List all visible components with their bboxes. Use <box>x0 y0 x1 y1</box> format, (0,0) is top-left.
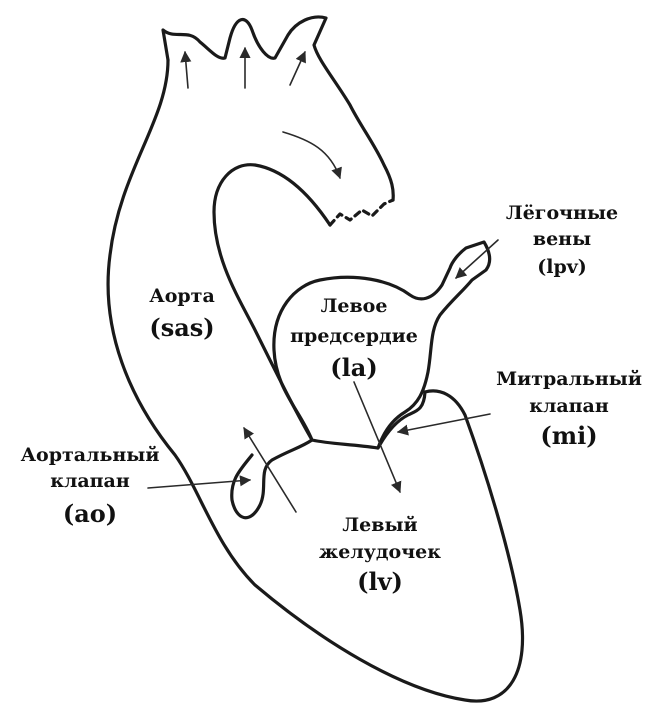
mitral-valve-line2: клапан <box>529 395 609 417</box>
arch-flow-arrow <box>283 132 340 178</box>
mitral-valve-line1: Митральный <box>496 368 642 390</box>
left-ventricle-code: (lv) <box>357 567 403 596</box>
aorta-outer-wall <box>108 60 522 701</box>
label-pulmonary-veins: Лёгочные вены (lpv) <box>506 202 618 278</box>
aortic-valve-line2: клапан <box>50 470 130 492</box>
descending-aorta-cut <box>330 200 393 225</box>
aortic-valve-code: (ao) <box>63 499 117 528</box>
mitral-pointer <box>398 414 490 432</box>
label-mitral-valve: Митральный клапан (mi) <box>496 368 642 450</box>
aorta-inner-wall <box>214 165 330 440</box>
atrium-to-ventricle-arrow <box>354 382 400 492</box>
label-aorta: Аорта (sas) <box>149 285 215 342</box>
left-ventricle-line2: желудочек <box>319 541 441 563</box>
aorta-line1: Аорта <box>149 285 215 307</box>
label-aortic-valve: Аортальный клапан (ao) <box>21 444 160 528</box>
label-left-ventricle: Левый желудочек (lv) <box>319 514 441 596</box>
flow-arrow-3 <box>290 52 305 85</box>
aortic-valve-leaflet <box>232 440 312 518</box>
flow-arrow-1 <box>185 52 188 88</box>
pulmonary-veins-line2: вены <box>533 228 591 250</box>
left-atrium-line2: предсердие <box>290 325 418 347</box>
left-atrium-code: (la) <box>330 353 377 382</box>
label-left-atrium: Левое предсердие (la) <box>290 295 418 382</box>
aortic-valve-line1: Аортальный <box>21 444 160 466</box>
pulmonary-veins-line1: Лёгочные <box>506 202 618 224</box>
mitral-valve-code: (mi) <box>540 421 597 450</box>
pulmonary-veins-code: (lpv) <box>537 256 587 278</box>
left-ventricle-line1: Левый <box>342 514 417 536</box>
left-atrium-line1: Левое <box>321 295 388 317</box>
aorta-code: (sas) <box>149 313 214 342</box>
ventricle-to-aorta-arrow <box>244 428 296 512</box>
